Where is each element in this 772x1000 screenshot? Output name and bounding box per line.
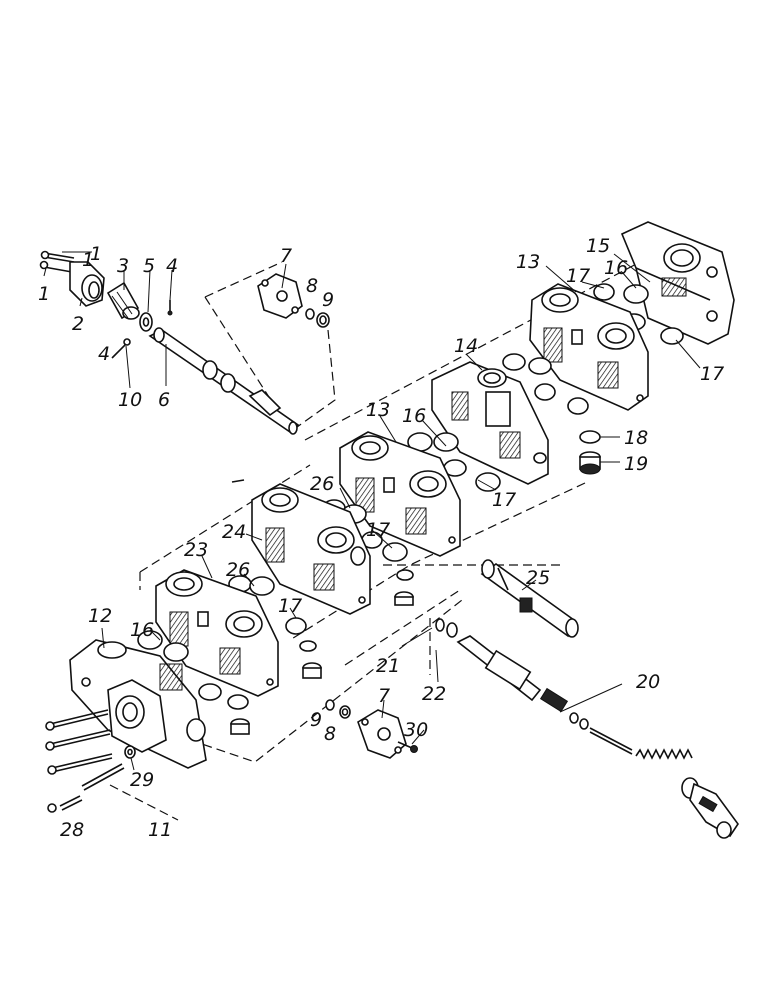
- callout-17-b: 17: [700, 363, 724, 385]
- callout-23: 23: [184, 539, 208, 561]
- part-30-screw: [397, 741, 418, 753]
- callout-7-top: 7: [280, 245, 292, 267]
- part-20-spool-assembly: [456, 635, 739, 839]
- part-2-cover: [69, 261, 105, 307]
- callout-10: 10: [118, 389, 142, 411]
- callout-12: 12: [88, 605, 112, 627]
- callout-1c: 1: [38, 283, 50, 305]
- part-25-spool-sleeve: [480, 559, 579, 638]
- callout-6: 6: [158, 389, 170, 411]
- callout-11: 11: [148, 819, 172, 841]
- callout-22: 22: [422, 683, 446, 705]
- callout-5: 5: [143, 255, 155, 277]
- part-23-section: [155, 569, 279, 697]
- callout-30: 30: [404, 719, 428, 741]
- callout-16-upper: 16: [604, 257, 628, 279]
- part-19-plug: [579, 451, 601, 475]
- callout-16-lower: 16: [130, 619, 154, 641]
- orings-14-13: [502, 353, 589, 415]
- callout-17-a: 17: [566, 265, 590, 287]
- part-7-plate-top: [257, 273, 303, 319]
- orings-13-14: [407, 432, 501, 492]
- callout-labels: 1 1 1 2 3 5 4 4 10 6 7 8 9 13 15 16 17 1…: [38, 235, 724, 841]
- part-13-section-upper: [529, 283, 649, 411]
- callout-17-c: 17: [492, 489, 516, 511]
- assembly-dashed-lines: [109, 261, 641, 821]
- part-6-spool: [148, 327, 300, 435]
- callout-20: 20: [636, 671, 660, 693]
- part-13-section-middle: [339, 431, 461, 557]
- callout-1b: 1: [82, 249, 94, 271]
- callout-4a: 4: [166, 255, 178, 277]
- part-4-pins: [111, 300, 173, 359]
- part-1-screws: [39, 250, 75, 273]
- part-18-oring: [579, 430, 601, 444]
- part-16-orings-lower: [137, 630, 250, 735]
- part-24-section: [231, 479, 371, 615]
- callout-3: 3: [117, 255, 129, 277]
- callout-1a: 1: [90, 243, 102, 265]
- callout-16-middle: 16: [402, 405, 426, 427]
- callout-8-bottom: 8: [324, 723, 336, 745]
- callout-13-upper: 13: [516, 251, 540, 273]
- callout-26-lower: 26: [226, 559, 250, 581]
- callout-25: 25: [526, 567, 550, 589]
- part-8-9-seals-bottom: [325, 699, 351, 719]
- callout-2: 2: [72, 313, 84, 335]
- callout-7-bottom: 7: [378, 685, 390, 707]
- part-12-inlet-section: [69, 639, 207, 769]
- part-26-orings-lower: [228, 575, 322, 679]
- part-3-sleeve: [106, 281, 140, 320]
- callout-18: 18: [624, 427, 648, 449]
- part-21-22-rings: [435, 618, 458, 638]
- callout-21: 21: [376, 655, 400, 677]
- callout-9-top: 9: [322, 289, 334, 311]
- part-7-plate-bottom: [357, 709, 407, 759]
- callout-17-e: 17: [278, 595, 302, 617]
- part-14-section: [431, 361, 549, 485]
- callout-17-d: 17: [366, 519, 390, 541]
- leader-lines: [43, 251, 701, 771]
- callout-13-middle: 13: [366, 399, 390, 421]
- callout-19: 19: [624, 453, 648, 475]
- part-5-ring: [139, 312, 153, 332]
- callout-4b: 4: [98, 343, 110, 365]
- callout-24: 24: [222, 521, 246, 543]
- part-29-washer: [124, 745, 136, 759]
- callout-28: 28: [60, 819, 84, 841]
- callout-15: 15: [586, 235, 610, 257]
- part-8-9-seals-top: [305, 308, 330, 328]
- callout-26-upper: 26: [310, 473, 334, 495]
- callout-29: 29: [130, 769, 154, 791]
- callout-8-top: 8: [306, 275, 318, 297]
- part-11-tie-bolts: [45, 709, 125, 813]
- callout-9-bottom: 9: [310, 709, 322, 731]
- callout-14: 14: [454, 335, 478, 357]
